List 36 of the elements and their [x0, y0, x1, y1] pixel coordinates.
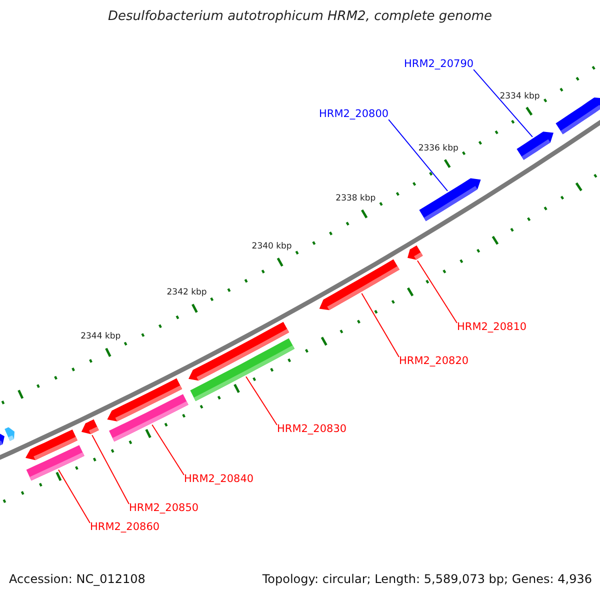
gene-feature: [0, 432, 4, 447]
footer-text: Accession: NC_012108: [9, 573, 146, 586]
feature-bar: [190, 338, 295, 402]
gene-feature: [4, 427, 14, 441]
gene-feature: [319, 259, 400, 310]
gene-label: HRM2_20850: [129, 503, 199, 515]
gene-feature: [419, 178, 481, 222]
diagram-title: Desulfobacterium autotrophicum HRM2, complete genome: [106, 10, 494, 24]
gene-label: HRM2_20790: [404, 59, 474, 71]
gene-label: HRM2_20810: [457, 322, 527, 334]
tick-label: 2336 kbp: [418, 144, 458, 154]
leader-line: [361, 292, 400, 358]
gene-feature: [556, 98, 600, 134]
gene-label: HRM2_20860: [90, 522, 160, 534]
tick-label: 2334 kbp: [500, 92, 540, 102]
gene-label: HRM2_20820: [399, 356, 469, 368]
leader-line: [473, 69, 533, 138]
leader-line: [416, 260, 458, 324]
leader-line: [58, 469, 90, 524]
leader-line: [388, 119, 448, 192]
leader-line: [246, 376, 278, 426]
tick-label: 2344 kbp: [80, 332, 121, 342]
gene-label: HRM2_20840: [184, 474, 254, 486]
leader-line: [92, 434, 130, 504]
tick-label: 2338 kbp: [336, 194, 376, 204]
gene-label: HRM2_20830: [277, 424, 347, 436]
tick-label: 2340 kbp: [252, 242, 292, 252]
feature-bar: [26, 445, 84, 481]
footer-text: Topology: circular; Length: 5,589,073 bp; Genes: 4,936: [262, 573, 592, 586]
gene-feature: [408, 245, 423, 260]
gene-feature: [516, 132, 554, 160]
tick-label: 2342 kbp: [166, 288, 207, 298]
leader-line: [152, 424, 184, 476]
gene-label: HRM2_20800: [319, 109, 389, 121]
gene-feature: [81, 419, 99, 434]
feature-bar: [109, 394, 188, 442]
